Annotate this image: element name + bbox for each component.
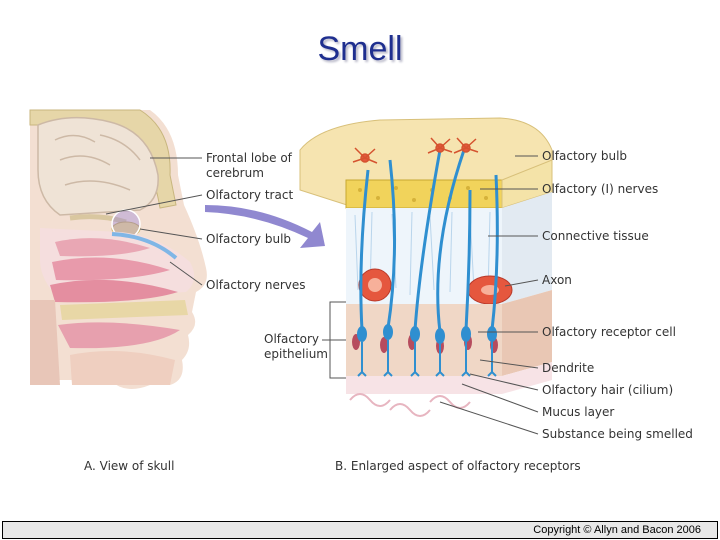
label-receptor-cell: Olfactory receptor cell [542,325,676,339]
receptor-view-illustration [299,117,553,417]
label-olfactory-i-nerves: Olfactory (I) nerves [542,182,658,196]
label-olfactory-nerves: Olfactory nerves [206,278,306,292]
label-epithelium-line1: Olfactory [264,332,319,346]
epithelium [346,304,502,376]
oral-cavity [58,322,180,349]
mitral-cells [352,137,479,164]
label-mucus-layer: Mucus layer [542,405,614,419]
label-olfactory-bulb: Olfactory bulb [542,149,627,163]
copyright-text: Copyright © Allyn and Bacon 2006 [533,524,701,536]
frontal-lobe [37,116,159,216]
mucus-layer [346,362,552,394]
olfactory-tract [69,214,127,225]
label-substance: Substance being smelled [542,427,693,441]
footer-bar: Copyright © Allyn and Bacon 2006 [2,521,718,539]
label-olfactory-hair: Olfactory hair (cilium) [542,383,673,397]
label-epithelium-line2: epithelium [264,347,328,361]
caption-skull-view: A. View of skull [84,459,174,473]
dendrites [357,340,497,377]
turbinate-superior [55,238,150,257]
zoom-arrow [205,205,325,248]
odor-molecules [349,393,471,417]
turbinate-inferior [50,279,178,303]
label-olfactory-bulb-skull: Olfactory bulb [206,232,291,246]
cribriform-plate [345,179,503,209]
skull-view-illustration [29,109,207,389]
label-dendrite: Dendrite [542,361,594,375]
receptor-cells [357,324,497,344]
label-frontal-lobe-line1: Frontal lobe of [206,151,293,165]
turbinate-middle [52,257,170,281]
label-frontal-lobe-line2: cerebrum [206,166,264,180]
page-title: Smell [317,30,403,68]
leader-lines [105,155,539,435]
label-olfactory-tract: Olfactory tract [206,188,293,202]
label-axon: Axon [542,273,572,287]
caption-receptor-view: B. Enlarged aspect of olfactory receptor… [335,459,581,473]
label-connective-tissue: Connective tissue [542,229,649,243]
